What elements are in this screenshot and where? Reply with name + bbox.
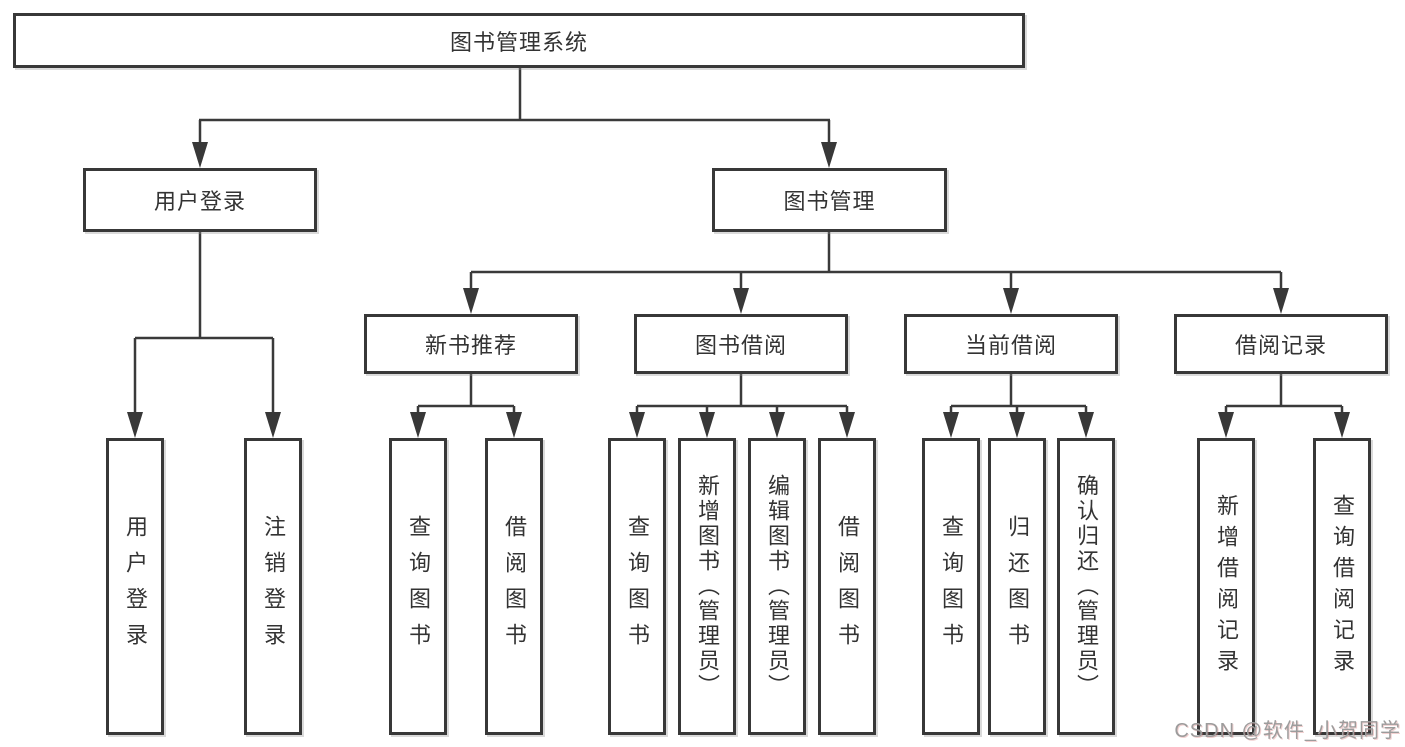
- leaf-cb-return-book: 归还图书: [988, 438, 1046, 735]
- leaf-bb-edit-book-admin: 编辑图书（管理员）: [748, 438, 806, 735]
- node-library-management-system: 图书管理系统: [13, 13, 1025, 68]
- node-book-management: 图书管理: [712, 168, 947, 232]
- node-new-book-recommend: 新书推荐: [364, 314, 578, 374]
- leaf-bb-borrow-book: 借阅图书: [818, 438, 876, 735]
- connector-book-borrow-subtree: [629, 374, 855, 438]
- node-user-login: 用户登录: [83, 168, 317, 232]
- connector-new-book-subtree: [410, 374, 522, 438]
- connector-current-borrow-subtree: [943, 374, 1094, 438]
- connector-book-management-to-level3: [463, 232, 1289, 314]
- connector-root-to-level2: [192, 68, 837, 168]
- leaf-bb-query-book: 查询图书: [608, 438, 666, 735]
- node-current-borrow: 当前借阅: [904, 314, 1118, 374]
- leaf-logout-login: 注销登录: [244, 438, 302, 735]
- connector-user-login-subtree: [127, 232, 281, 438]
- leaf-cb-confirm-return-admin: 确认归还（管理员）: [1057, 438, 1115, 735]
- leaf-nb-query-book: 查询图书: [389, 438, 447, 735]
- leaf-br-query-borrow-record: 查询借阅记录: [1313, 438, 1371, 735]
- leaf-user-login: 用户登录: [106, 438, 164, 735]
- leaf-br-add-borrow-record: 新增借阅记录: [1197, 438, 1255, 735]
- connector-borrow-records-subtree: [1218, 374, 1350, 438]
- csdn-watermark: CSDN @软件_小贺同学: [1174, 720, 1401, 742]
- node-borrow-records: 借阅记录: [1174, 314, 1388, 374]
- leaf-cb-query-book: 查询图书: [922, 438, 980, 735]
- leaf-bb-add-book-admin: 新增图书（管理员）: [678, 438, 736, 735]
- leaf-nb-borrow-book: 借阅图书: [485, 438, 543, 735]
- node-book-borrow: 图书借阅: [634, 314, 848, 374]
